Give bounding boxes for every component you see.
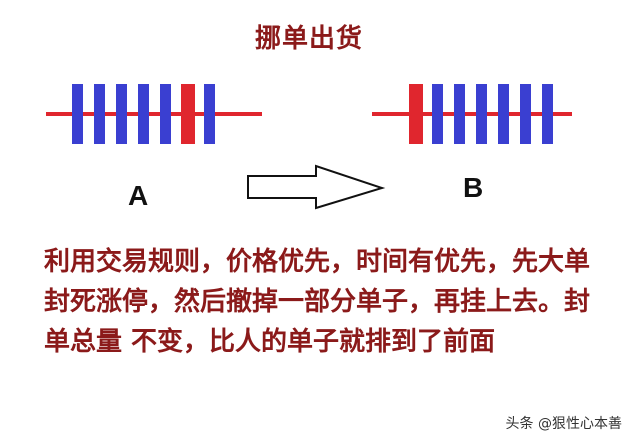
queue-a-order-bar-blue <box>72 84 83 144</box>
order-queue-diagram <box>46 84 572 210</box>
label-b: B <box>463 172 484 203</box>
queue-a-bars <box>72 84 215 144</box>
queue-b-order-bar-blue <box>542 84 553 144</box>
queue-b-order-bar-blue <box>476 84 487 144</box>
queue-a-order-bar-blue <box>160 84 171 144</box>
queue-b-order-bar-blue <box>432 84 443 144</box>
description-text: 利用交易规则，价格优先，时间有优先，先大单封死涨停，然后撤掉一部分单子，再挂上去… <box>44 247 591 357</box>
label-a: A <box>128 180 149 211</box>
queue-a-order-bar-red <box>181 84 195 144</box>
queue-b-order-bar-blue <box>454 84 465 144</box>
queue-b-order-bar-blue <box>498 84 509 144</box>
queue-a-order-bar-blue <box>138 84 149 144</box>
queue-b-order-bar-blue <box>520 84 531 144</box>
queue-a-order-bar-blue <box>204 84 215 144</box>
diagram-title: 挪单出货 <box>254 24 363 54</box>
queue-b-order-bar-red <box>409 84 423 144</box>
queue-b-bars <box>409 84 553 144</box>
arrow-right-icon <box>247 164 386 210</box>
queue-a-order-bar-blue <box>94 84 105 144</box>
queue-a-order-bar-blue <box>116 84 127 144</box>
watermark: 头条 @狠性心本善 <box>501 412 626 434</box>
